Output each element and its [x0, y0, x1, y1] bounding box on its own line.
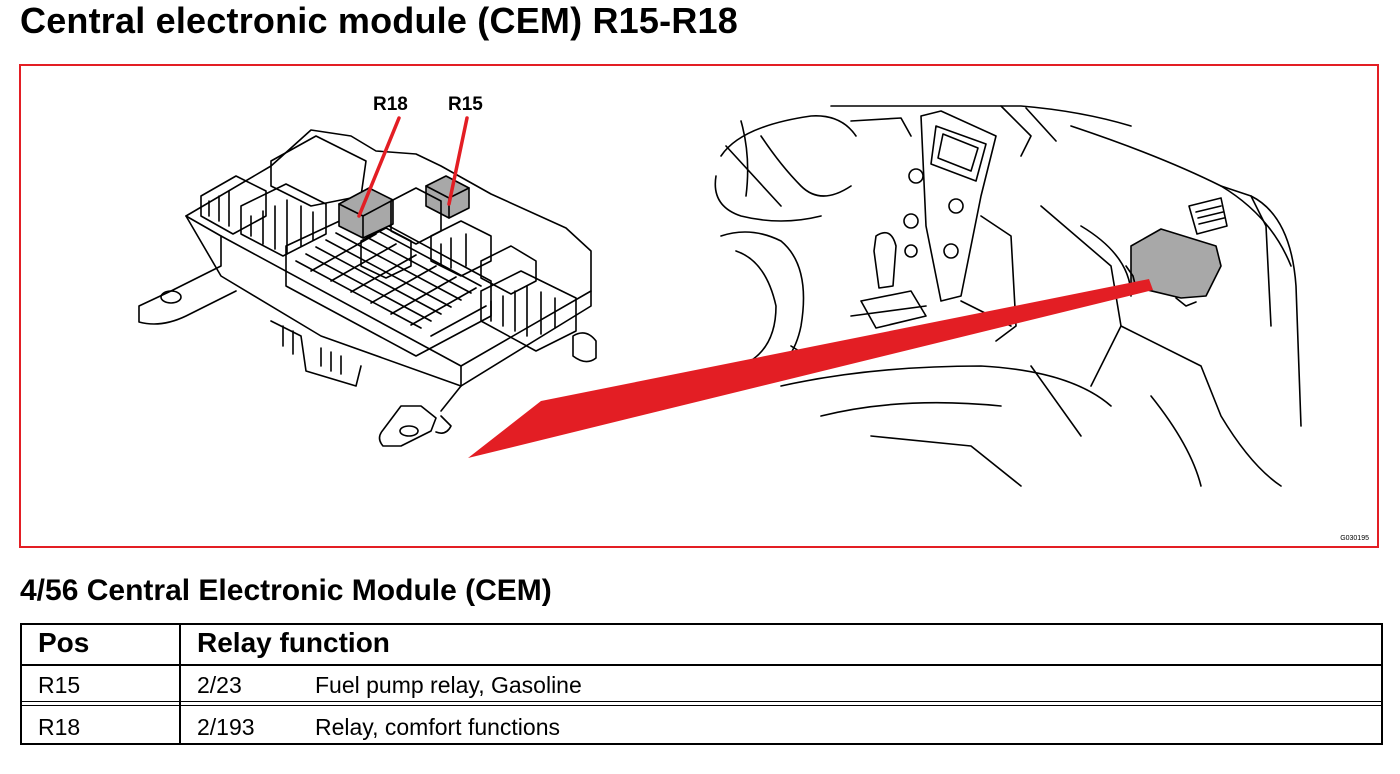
location-pointer: [468, 279, 1153, 458]
header-relay-function: Relay function: [197, 627, 390, 658]
callout-label-r15: R15: [448, 94, 483, 115]
column-divider: [179, 625, 181, 743]
cem-module-illustration: [138, 129, 597, 447]
section-title: 4/56 Central Electronic Module (CEM): [20, 574, 552, 607]
row-description: Fuel pump relay, Gasoline: [315, 672, 582, 698]
row-pos: R15: [38, 672, 81, 698]
callout-line-r15: [447, 116, 469, 206]
table-row: R15 2/23 Fuel pump relay, Gasoline: [22, 667, 1381, 706]
row-code: 2/193: [197, 714, 255, 740]
row-pos: R18: [38, 714, 81, 740]
table-row: R18 2/193 Relay, comfort functions: [22, 709, 1381, 743]
page-title: Central electronic module (CEM) R15-R18: [20, 0, 738, 41]
figure-code: G030195: [1340, 535, 1369, 542]
row-code: 2/23: [197, 672, 242, 698]
row-description: Relay, comfort functions: [315, 714, 561, 740]
cem-location-diagram: R18 R15: [138, 94, 1302, 487]
vehicle-interior-illustration: [714, 105, 1302, 487]
callout-label-r18: R18: [373, 94, 408, 115]
header-pos: Pos: [38, 627, 90, 658]
figure-frame: R18 R15 G030195: [19, 64, 1379, 548]
callout-line-r18: [357, 116, 401, 218]
relay-table: Pos Relay function R15 2/23 Fuel pump re…: [20, 623, 1383, 745]
table-header-row: Pos Relay function: [22, 625, 1381, 666]
